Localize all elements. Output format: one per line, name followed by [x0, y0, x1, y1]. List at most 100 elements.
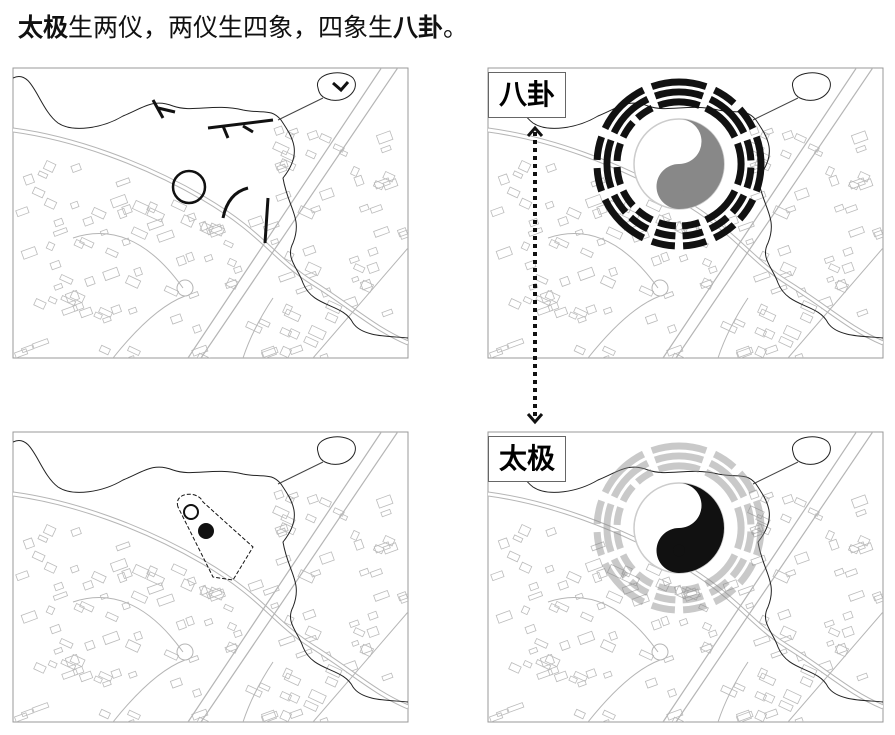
building	[53, 581, 65, 592]
taiji-light-dot	[673, 499, 685, 512]
building	[131, 563, 150, 580]
trigram-line	[619, 484, 636, 503]
building	[602, 306, 613, 315]
building	[53, 282, 64, 291]
building	[396, 227, 408, 238]
building	[781, 129, 795, 141]
pier	[277, 461, 324, 485]
building	[43, 561, 58, 574]
building	[121, 237, 131, 247]
building	[133, 630, 143, 641]
building	[318, 497, 332, 508]
building	[518, 561, 533, 574]
building	[497, 173, 511, 186]
building	[78, 306, 94, 319]
building	[871, 591, 883, 602]
building	[506, 186, 521, 199]
building	[367, 610, 379, 621]
building	[102, 630, 121, 646]
trigram-line	[657, 219, 677, 230]
diagonal-road	[312, 247, 408, 358]
building	[554, 236, 570, 249]
building	[127, 355, 136, 358]
building	[737, 585, 755, 596]
building	[146, 582, 165, 595]
building	[53, 646, 64, 655]
building	[180, 214, 196, 228]
building	[352, 627, 366, 638]
diagonal-road	[312, 611, 408, 722]
building	[747, 505, 765, 520]
building	[857, 170, 871, 183]
building	[762, 692, 776, 704]
building	[524, 623, 537, 635]
trigram-line	[712, 222, 737, 242]
building	[708, 629, 718, 638]
building	[850, 494, 869, 509]
building	[671, 352, 689, 358]
building	[115, 177, 131, 188]
building	[857, 542, 874, 555]
building	[827, 263, 841, 274]
building	[45, 605, 56, 616]
building	[302, 608, 317, 621]
building	[778, 699, 794, 712]
trigram-line	[708, 214, 730, 233]
building	[297, 205, 316, 220]
building	[577, 266, 596, 282]
building	[508, 662, 522, 674]
building	[535, 295, 552, 306]
building	[673, 584, 684, 596]
building	[577, 630, 596, 646]
building	[15, 570, 30, 582]
building	[20, 246, 38, 260]
building	[699, 279, 714, 289]
building	[847, 544, 860, 555]
building	[566, 570, 582, 584]
building	[318, 551, 335, 565]
trigram-line	[650, 602, 676, 614]
building	[64, 653, 81, 668]
building	[121, 204, 133, 216]
building	[573, 306, 588, 318]
diagonal-road	[675, 68, 874, 358]
trigram-line	[737, 106, 757, 131]
trigram-line	[704, 468, 739, 503]
trigram-line	[653, 452, 705, 464]
building	[605, 226, 624, 240]
building	[375, 494, 394, 509]
building	[490, 206, 505, 218]
map-base	[13, 68, 408, 358]
building	[375, 130, 394, 145]
building	[116, 207, 128, 220]
building	[699, 643, 714, 653]
trigram-line	[682, 592, 705, 604]
building	[207, 222, 226, 237]
building	[599, 275, 617, 289]
building	[559, 639, 571, 651]
building	[287, 692, 301, 704]
trigram-line	[593, 531, 605, 557]
building	[745, 238, 755, 246]
trigram-line	[681, 583, 701, 594]
building	[31, 186, 46, 199]
building	[573, 708, 586, 720]
building	[98, 708, 111, 720]
building	[156, 229, 175, 243]
building	[20, 610, 38, 624]
diagonal-road	[662, 432, 858, 722]
building	[828, 538, 840, 551]
building	[762, 328, 776, 340]
trigram-line	[743, 167, 755, 190]
building	[146, 565, 158, 578]
building	[517, 159, 532, 173]
diagonal-road	[187, 432, 383, 722]
building	[660, 615, 670, 627]
building	[663, 291, 675, 300]
diagonal-road	[187, 68, 383, 358]
building	[31, 550, 46, 563]
building	[69, 200, 80, 210]
trigram-line	[635, 571, 654, 588]
building	[284, 494, 295, 505]
building	[207, 586, 226, 601]
